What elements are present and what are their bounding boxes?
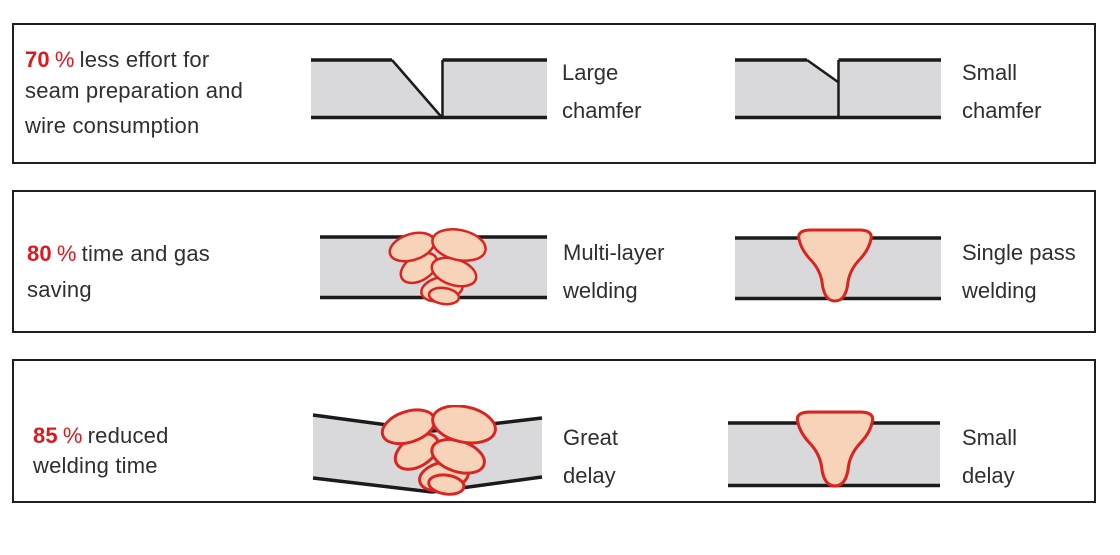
label-line: delay — [962, 463, 1015, 488]
plate-left — [311, 60, 441, 117]
diagram-label-small-delay: Small delay — [962, 419, 1017, 495]
stat-line: 80%time and gas — [27, 236, 210, 272]
small-delay-diagram — [728, 410, 940, 488]
stat-text: time and gas — [81, 241, 211, 266]
benefit-row-time-gas-saving: 80%time and gas saving Multi-layer weldi… — [12, 190, 1096, 333]
stat-text: less effort for — [79, 47, 210, 72]
label-line: chamfer — [562, 98, 642, 123]
plate-right — [839, 60, 941, 117]
benefit-stat: 85%reduced welding time — [33, 421, 169, 481]
single-pass-welding-diagram — [735, 228, 941, 303]
label-line: welding — [962, 278, 1037, 303]
percent-value: 70 — [25, 47, 50, 72]
stat-text: reduced — [87, 423, 169, 448]
plate-left — [735, 60, 838, 117]
label-line: delay — [563, 463, 616, 488]
benefit-row-seam-preparation: 70%less effort for seam preparation and … — [12, 23, 1096, 164]
label-line: Small — [962, 60, 1018, 85]
label-line: Great — [563, 425, 619, 450]
stat-line: welding time — [33, 453, 158, 478]
large-chamfer-diagram — [311, 58, 547, 120]
benefit-row-reduced-welding-time: 85%reduced welding time Great delay Smal… — [12, 359, 1096, 503]
label-line: Large — [562, 60, 619, 85]
stat-line: saving — [27, 277, 92, 302]
percent-value: 80 — [27, 241, 52, 266]
diagram-label-multi-layer: Multi-layer welding — [563, 234, 664, 310]
stat-line: wire consumption — [25, 113, 200, 138]
label-line: welding — [563, 278, 638, 303]
percent-sign: % — [54, 47, 75, 72]
diagram-label-great-delay: Great delay — [563, 419, 618, 495]
chamfer-bevel-edge — [391, 59, 443, 118]
small-chamfer-diagram — [735, 58, 941, 120]
diagram-label-single-pass: Single pass welding — [962, 234, 1076, 310]
label-line: Multi-layer — [563, 240, 665, 265]
benefit-stat: 70%less effort for seam preparation and … — [25, 44, 243, 141]
stat-line: 70%less effort for — [25, 44, 243, 75]
percent-sign: % — [62, 423, 83, 448]
diagram-label-large-chamfer: Large chamfer — [562, 54, 641, 130]
percent-value: 85 — [33, 423, 58, 448]
label-line: chamfer — [962, 98, 1042, 123]
percent-sign: % — [56, 241, 77, 266]
benefit-stat: 80%time and gas saving — [27, 236, 210, 308]
stat-line: 85%reduced — [33, 421, 169, 451]
label-line: Single pass — [962, 240, 1076, 265]
chamfer-bevel-edge — [806, 58, 839, 84]
stat-line: seam preparation and — [25, 78, 244, 103]
plate-right — [443, 60, 547, 117]
great-delay-diagram — [312, 405, 543, 498]
diagram-label-small-chamfer: Small chamfer — [962, 54, 1041, 130]
multi-layer-welding-diagram — [320, 226, 547, 306]
label-line: Small — [962, 425, 1018, 450]
plate-edge — [312, 476, 433, 494]
